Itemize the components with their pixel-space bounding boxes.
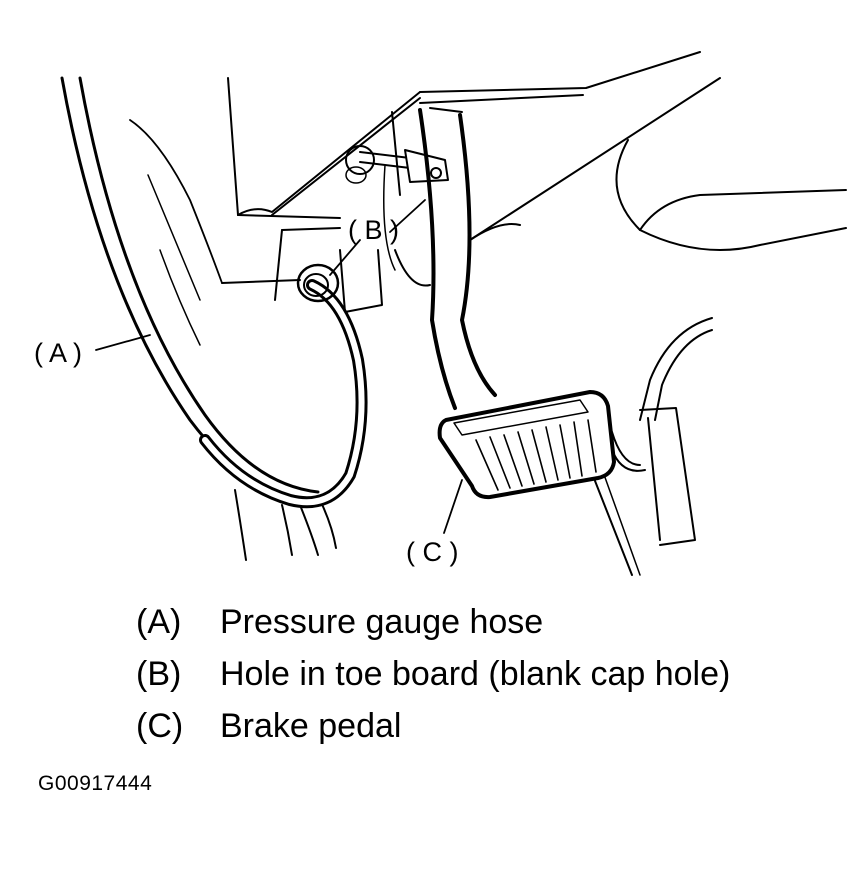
side-bracket (611, 317, 713, 546)
pedal-ribs (475, 419, 597, 491)
pressure-gauge-hose (199, 263, 368, 509)
brake-pedal-illustration: ( A ) ( B ) ( C ) (34, 51, 847, 576)
vehicle-body-lines (221, 51, 847, 576)
callout-b-label: ( B ) (348, 215, 399, 245)
callout-c-label: ( C ) (406, 537, 458, 567)
legend: (A) Pressure gauge hose (B) Hole in toe … (136, 596, 730, 752)
legend-key-a: (A) (136, 603, 182, 641)
legend-text-c: Brake pedal (220, 707, 402, 745)
legend-key-b: (B) (136, 655, 182, 693)
legend-row-b: (B) Hole in toe board (blank cap hole) (136, 648, 730, 700)
legend-text-b: Hole in toe board (blank cap hole) (220, 655, 731, 693)
callout-leaders (95, 199, 463, 534)
legend-row-a: (A) Pressure gauge hose (136, 596, 730, 648)
legend-text-a: Pressure gauge hose (220, 603, 544, 641)
brake-pedal-arm (345, 107, 497, 410)
figure-id: G00917444 (38, 772, 153, 795)
brake-pedal-pad (437, 390, 616, 500)
toe-board-panel (60, 76, 322, 507)
callout-a-label: ( A ) (34, 338, 82, 368)
legend-row-c: (C) Brake pedal (136, 700, 730, 752)
legend-key-c: (C) (136, 707, 184, 745)
